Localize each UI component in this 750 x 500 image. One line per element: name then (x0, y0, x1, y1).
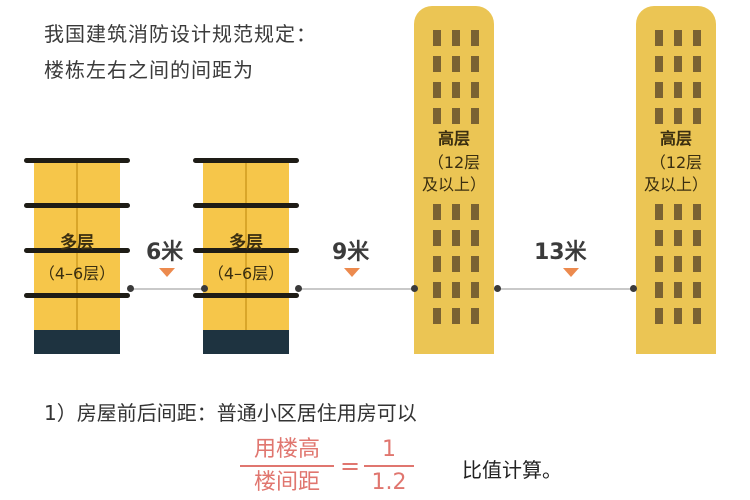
window-grid-upper (433, 30, 479, 124)
title-line-2: 楼栋左右之间的间距为 (44, 58, 254, 82)
rule-text: 1）房屋前后间距：普通小区居住用房可以 (44, 401, 417, 425)
floor-line (193, 293, 299, 298)
floor-line (193, 203, 299, 208)
down-arrow-icon (344, 268, 360, 277)
building-floor-range: （4–6层） (38, 264, 116, 283)
window-grid-upper (655, 30, 701, 124)
distance-line-1 (130, 288, 204, 290)
fraction-numerator: 用楼高 (253, 437, 320, 462)
distance-endpoint (127, 285, 134, 292)
floor-line (24, 203, 130, 208)
fraction-height-over-spacing: 用楼高 楼间距 (240, 437, 334, 497)
down-arrow-icon (159, 268, 175, 277)
distance-endpoint (494, 285, 501, 292)
building-base (34, 330, 120, 354)
equals-sign: = (340, 452, 361, 480)
building-type-label: 高层 (437, 129, 470, 148)
distance-endpoint (295, 285, 302, 292)
building-divider (76, 160, 78, 330)
fraction-bar (240, 465, 334, 467)
high-rise-building-1: 高层 （12层 及以上） (414, 6, 494, 354)
floor-line (24, 293, 130, 298)
fraction-ratio: 1 1.2 (364, 437, 414, 497)
distance-line-2 (298, 288, 414, 290)
distance-endpoint (411, 285, 418, 292)
fraction-bar (364, 465, 414, 467)
building-floor-range-2: 及以上） (643, 175, 708, 194)
distance-line-3 (497, 288, 633, 290)
building-type-label: 多层 (60, 233, 94, 253)
floor-line (193, 248, 299, 253)
title-line-1: 我国建筑消防设计规范规定： (44, 22, 317, 46)
floor-line (24, 158, 130, 163)
down-arrow-icon (563, 268, 579, 277)
fraction-denominator: 1.2 (371, 470, 407, 495)
distance-label-3: 13米 (534, 240, 587, 265)
fraction-denominator: 楼间距 (253, 470, 320, 495)
high-rise-building-2: 高层 （12层 及以上） (636, 6, 716, 354)
floor-line (193, 158, 299, 163)
building-floor-range-1: （12层 (649, 153, 703, 172)
building-type-label: 高层 (659, 129, 692, 148)
distance-endpoint (630, 285, 637, 292)
window-grid-lower (433, 204, 479, 324)
building-floor-range-2: 及以上） (421, 175, 486, 194)
distance-endpoint (201, 285, 208, 292)
distance-label-2: 9米 (332, 240, 370, 265)
mid-rise-building-1: 多层 （4–6层） (24, 158, 130, 354)
building-floor-range: （4–6层） (207, 264, 285, 283)
building-type-label: 多层 (229, 233, 263, 253)
building-floor-range-1: （12层 (427, 153, 481, 172)
mid-rise-building-2: 多层 （4–6层） (193, 158, 299, 354)
window-grid-lower (655, 204, 701, 324)
floor-line (24, 248, 130, 253)
distance-label-1: 6米 (146, 240, 184, 265)
building-divider (245, 160, 247, 330)
fraction-numerator: 1 (382, 437, 396, 462)
building-base (203, 330, 289, 354)
formula-suffix: 比值计算。 (462, 458, 562, 482)
